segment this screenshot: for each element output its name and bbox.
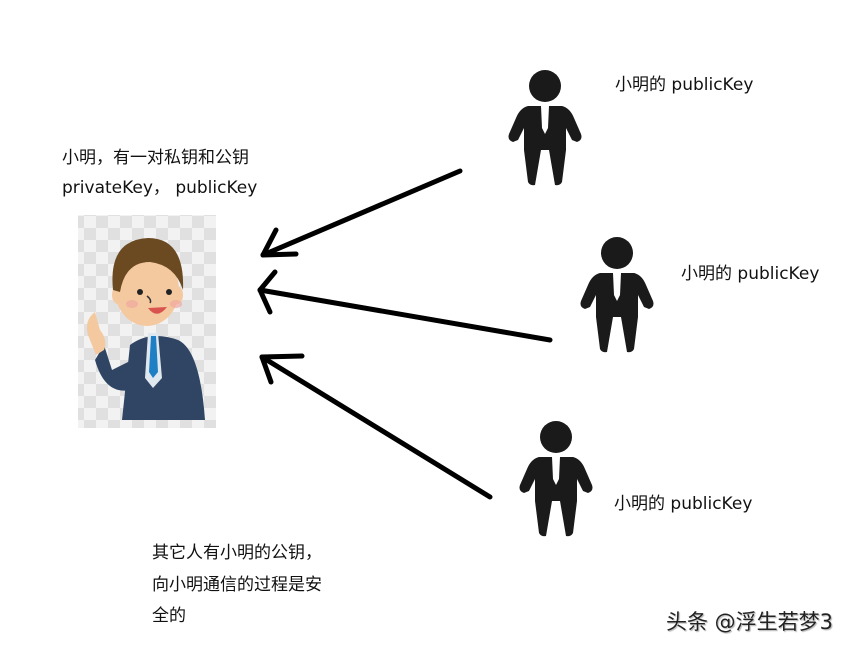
arrows: [257, 168, 553, 500]
person-3-icon: [519, 421, 593, 537]
caption-line-3: 全的: [152, 606, 186, 626]
arrow-3: [259, 353, 493, 500]
owner-avatar: [78, 215, 216, 428]
arrow-1: [260, 168, 463, 258]
watermark: 头条 @浮生若梦3: [666, 610, 834, 634]
other-2-label: 小明的 publicKey: [681, 264, 820, 284]
caption-line-1: 其它人有小明的公钥，: [152, 543, 322, 563]
owner-keys: privateKey， publicKey: [62, 178, 258, 198]
person-2-icon: [580, 237, 654, 353]
other-3-label: 小明的 publicKey: [614, 494, 753, 514]
person-1-icon: [508, 70, 582, 186]
other-1-label: 小明的 publicKey: [615, 75, 754, 95]
owner-description: 小明，有一对私钥和公钥: [62, 148, 249, 168]
caption-line-2: 向小明通信的过程是安: [152, 575, 322, 595]
arrow-2: [257, 269, 553, 343]
